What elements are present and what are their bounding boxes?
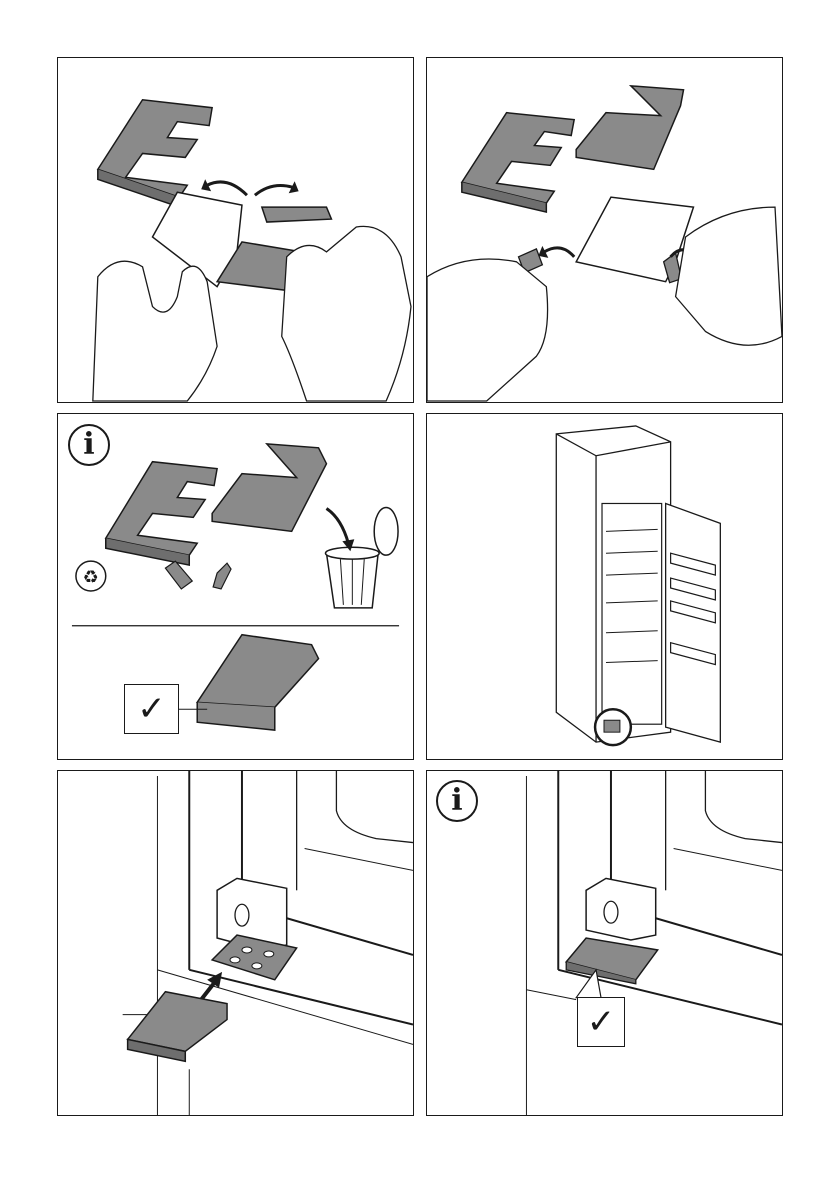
check-icon: ✓ <box>577 997 625 1047</box>
illustration-attach-cap <box>58 771 413 1115</box>
svg-text:♻: ♻ <box>83 567 99 588</box>
figure-step-6: i ✓ <box>426 770 783 1116</box>
illustration-pull-clips <box>427 58 782 402</box>
illustration-dispose-parts: ♻ <box>58 414 413 759</box>
figure-step-3: i ♻ ✓ <box>57 413 414 760</box>
figure-step-5 <box>57 770 414 1116</box>
figure-step-4 <box>426 413 783 760</box>
check-icon: ✓ <box>124 684 179 734</box>
figure-step-2 <box>426 57 783 403</box>
illustration-remove-caps <box>58 58 413 402</box>
figure-step-1 <box>57 57 414 403</box>
illustration-refrigerator <box>427 414 782 759</box>
illustration-cap-attached <box>427 771 782 1115</box>
